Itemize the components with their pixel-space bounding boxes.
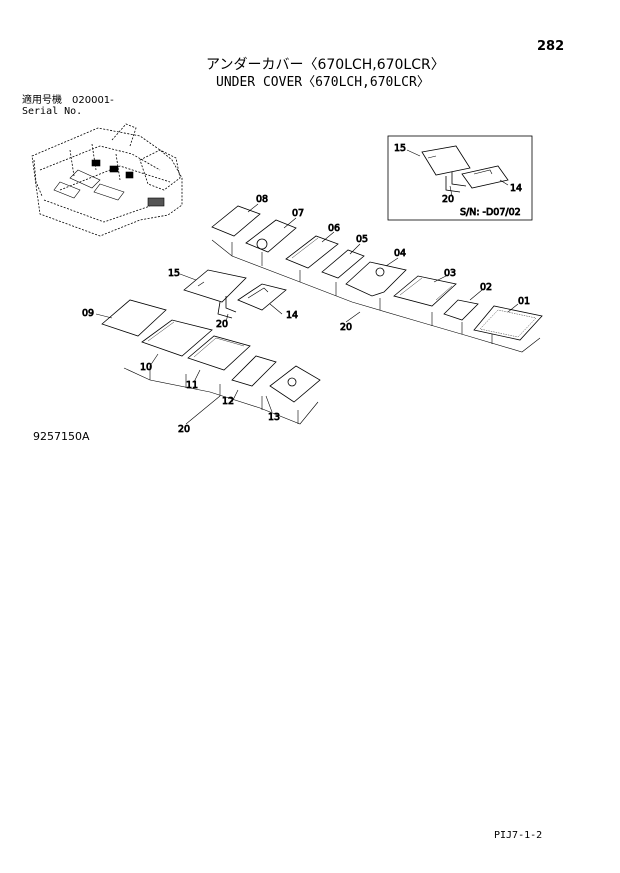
page-code: PIJ7-1-2 bbox=[494, 830, 543, 841]
part-label: 02 bbox=[480, 282, 492, 293]
inset-serial-note: S/N: -D07/02 bbox=[460, 207, 521, 218]
upper-cover-row bbox=[211, 205, 543, 353]
part-label: 04 bbox=[394, 248, 406, 259]
part-label: 03 bbox=[444, 268, 456, 279]
part-label: 06 bbox=[328, 223, 340, 234]
part-label: 14 bbox=[510, 183, 522, 194]
part-label: 12 bbox=[222, 396, 234, 407]
lower-cover-row bbox=[101, 299, 321, 425]
page-title-japanese: アンダーカバー〈670LCH,670LCR〉 bbox=[206, 57, 445, 73]
part-label: 10 bbox=[140, 362, 152, 373]
part-label: 13 bbox=[268, 412, 280, 423]
part-number-labels: 01 02 03 04 05 06 07 08 09 10 11 12 13 1… bbox=[82, 143, 531, 436]
leader-lines bbox=[95, 203, 519, 425]
part-label: 01 bbox=[518, 296, 530, 307]
part-label: 20 bbox=[340, 322, 352, 333]
part-label: 11 bbox=[186, 380, 198, 391]
part-label: 14 bbox=[286, 310, 298, 321]
part-label: 07 bbox=[292, 208, 304, 219]
part-label: 05 bbox=[356, 234, 368, 245]
part-label: 15 bbox=[394, 143, 406, 154]
page-number: 282 bbox=[537, 39, 565, 54]
part-label: 09 bbox=[82, 308, 94, 319]
machine-thumbnail-highlight bbox=[53, 159, 165, 207]
page-title-english: UNDER COVER〈670LCH,670LCR〉 bbox=[216, 75, 430, 90]
part-label: 20 bbox=[216, 319, 228, 330]
serial-label: Serial No. bbox=[22, 106, 83, 117]
part-label: 15 bbox=[168, 268, 180, 279]
middle-cover-pair bbox=[183, 269, 287, 319]
serial-range-japanese: 適用号機 020001- bbox=[22, 95, 114, 106]
part-label: 20 bbox=[178, 424, 190, 435]
drawing-number: 9257150A bbox=[33, 430, 90, 443]
machine-thumbnail bbox=[31, 123, 183, 237]
part-label: 20 bbox=[442, 194, 454, 205]
part-label: 08 bbox=[256, 194, 268, 205]
inset-box bbox=[387, 135, 533, 221]
